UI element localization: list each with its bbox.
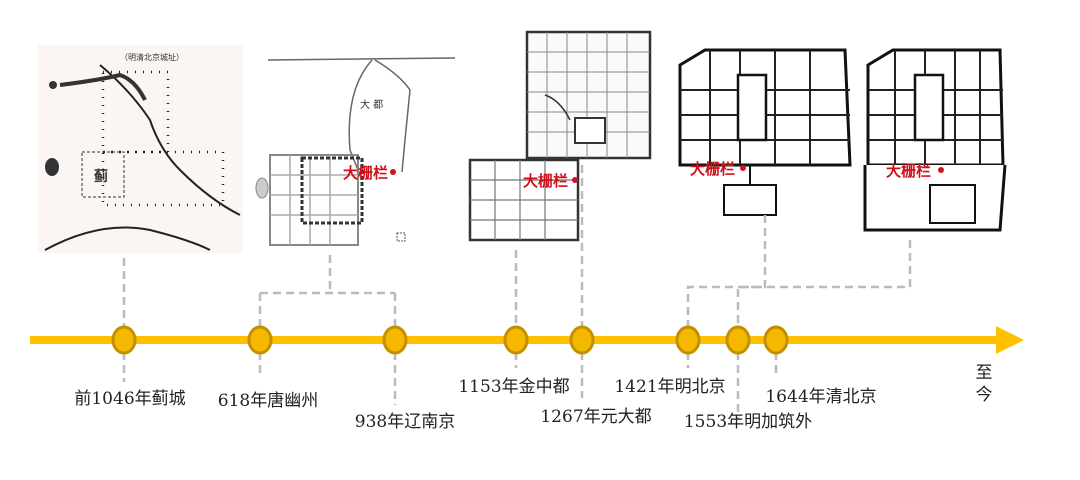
map-youzhou-nanjing [255,57,456,246]
arrow-head-icon [996,326,1024,354]
timeline-node-5 [675,325,701,355]
timeline-node-1 [247,325,273,355]
dazhalan-label-1: 大栅栏 [343,164,389,182]
event-label: 1644年清北京 [765,387,877,407]
timeline-node-7 [763,325,789,355]
connectors [122,165,912,420]
event-label: 938年辽南京 [354,412,456,432]
timeline-node-2 [382,325,408,355]
map1-caption: （明清北京城址） [120,53,184,62]
map1-city-label: 蓟 [94,169,108,185]
map-jicheng [38,45,243,253]
timeline-node-3 [503,325,529,355]
map-ming-beijing [678,48,852,216]
map-qing-beijing [863,48,1007,232]
marker-dot-icon [938,167,944,173]
timeline-node-4 [569,325,595,355]
map2-city-label: 大 都 [360,100,384,111]
marker-dot-icon [572,177,578,183]
map-yuan-dadu [525,30,652,160]
event-label: 前1046年蓟城 [74,389,186,409]
map-jin-zhongdu [468,158,580,242]
timeline-node-0 [111,325,137,355]
dazhalan-label-4: 大栅栏 [886,162,932,180]
dazhalan-label-3: 大栅栏 [690,160,736,178]
marker-dot-icon [390,169,396,175]
event-label: 1553年明加筑外 [683,412,813,432]
dazhalan-label-2: 大栅栏 [523,172,569,190]
end-label: 至今 [975,363,993,405]
event-label: 1267年元大都 [540,407,652,427]
event-label: 1153年金中都 [458,377,570,397]
event-label: 618年唐幽州 [217,391,319,411]
timeline-node-6 [725,325,751,355]
event-label: 1421年明北京 [614,377,726,397]
marker-dot-icon [740,165,746,171]
